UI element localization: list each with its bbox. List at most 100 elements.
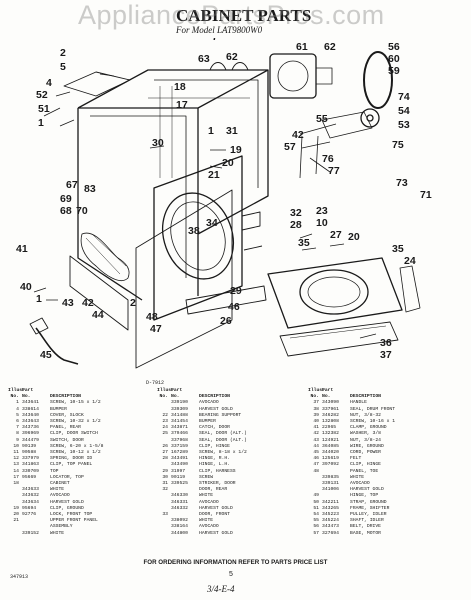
parts-header-row: Illus. Part bbox=[157, 388, 307, 394]
item-number: 37 bbox=[313, 400, 319, 406]
part-description: HINGE, L.H. bbox=[199, 462, 230, 468]
svg-text:67: 67 bbox=[66, 179, 78, 191]
part-description: CATCH, DOOR bbox=[199, 425, 230, 431]
svg-text:69: 69 bbox=[60, 193, 72, 205]
part-number: 346330 bbox=[171, 493, 188, 499]
part-description: HARVEST GOLD bbox=[199, 505, 233, 511]
ordering-note: FOR ORDERING INFORMATION REFER TO PARTS … bbox=[143, 559, 328, 566]
item-number: 23 bbox=[162, 419, 168, 425]
part-description: CORD, POWER bbox=[350, 450, 381, 456]
item-number: 30 bbox=[162, 474, 168, 480]
part-number: 31997 bbox=[171, 468, 186, 474]
part-description: WASHER, 3/8 bbox=[350, 431, 381, 437]
svg-text:42: 42 bbox=[292, 129, 304, 141]
part-description: STRAP, GROUND bbox=[350, 499, 387, 505]
diagram-code: D-7912 bbox=[146, 380, 165, 386]
part-number: 90139 bbox=[22, 443, 37, 449]
part-description: AVOCADO bbox=[199, 524, 219, 530]
part-number: 344479 bbox=[22, 437, 39, 443]
part-description: AVOCADO bbox=[50, 493, 70, 499]
item-number: 6 bbox=[16, 419, 19, 425]
svg-text:23: 23 bbox=[316, 205, 328, 217]
svg-text:54: 54 bbox=[398, 105, 410, 117]
part-description: ASSEMBLY bbox=[50, 524, 73, 530]
part-description: SEAL, DOOR (ALT.) bbox=[199, 431, 247, 437]
svg-text:45: 45 bbox=[40, 349, 52, 361]
part-description: PULLEY, IDLER bbox=[350, 512, 387, 518]
svg-text:35: 35 bbox=[298, 237, 310, 249]
item-number: 22 bbox=[162, 412, 168, 418]
part-number: 339309 bbox=[171, 406, 188, 412]
part-description: AVOCADO bbox=[199, 499, 219, 505]
item-number: 57 bbox=[313, 530, 319, 536]
item-number: 26 bbox=[162, 443, 168, 449]
svg-text:1: 1 bbox=[36, 293, 42, 305]
item-number: 21 bbox=[13, 518, 19, 524]
header-no: No. bbox=[10, 394, 19, 400]
svg-text:2: 2 bbox=[130, 297, 136, 309]
part-description: CLAMP, GROUND bbox=[350, 425, 387, 431]
parts-header-row: Illus. Part bbox=[308, 388, 463, 394]
item-number: 44 bbox=[313, 443, 319, 449]
part-description: SCREW, 10-32 x 1/2 bbox=[50, 419, 101, 425]
item-number: 8 bbox=[16, 431, 19, 437]
item-number bbox=[8, 531, 22, 537]
part-description: STRIKER, DOOR bbox=[199, 481, 236, 487]
svg-text:20: 20 bbox=[222, 157, 234, 169]
part-description: WHITE bbox=[199, 493, 214, 499]
svg-text:29: 29 bbox=[230, 285, 242, 297]
svg-text:62: 62 bbox=[324, 41, 336, 53]
part-description: FRAME, SHIFTER bbox=[350, 505, 390, 511]
part-description: AVOCADO bbox=[199, 400, 219, 406]
part-number: 341454 bbox=[171, 419, 188, 425]
model-subtitle: For Model LAT9800W0 bbox=[176, 25, 263, 35]
part-number: 379466 bbox=[171, 431, 188, 437]
part-number: 343871 bbox=[171, 425, 188, 431]
part-number: 343490 bbox=[171, 462, 188, 468]
part-number: 338614 bbox=[22, 406, 39, 412]
part-description: TOP bbox=[50, 468, 59, 474]
parts-header-row-2: No. No. DESCRIPTION bbox=[157, 394, 307, 400]
item-number: 51 bbox=[313, 505, 319, 511]
part-description: CLIP, GROUND bbox=[50, 505, 84, 511]
item-number: 25 bbox=[162, 431, 168, 437]
part-number: 343265 bbox=[322, 505, 339, 511]
svg-text:18: 18 bbox=[174, 81, 186, 93]
part-number: 337961 bbox=[322, 406, 339, 412]
item-number: 4 bbox=[16, 406, 19, 412]
svg-text:48: 48 bbox=[146, 311, 158, 323]
part-description: FELT bbox=[350, 456, 362, 462]
part-description: SCREW, 8-18 x 1/2 bbox=[199, 450, 247, 456]
part-description: NUT, 3/8-32 bbox=[350, 412, 381, 418]
svg-text:1: 1 bbox=[208, 125, 214, 137]
item-number: 41 bbox=[313, 425, 319, 431]
svg-text:56: 56 bbox=[388, 41, 400, 53]
svg-text:5: 5 bbox=[60, 61, 66, 73]
svg-text:68: 68 bbox=[60, 205, 72, 217]
part-number: 344020 bbox=[322, 450, 339, 456]
part-description: WHITE bbox=[350, 474, 365, 480]
item-number: 9 bbox=[16, 437, 19, 443]
part-description: DOOR, REAR bbox=[199, 487, 228, 493]
